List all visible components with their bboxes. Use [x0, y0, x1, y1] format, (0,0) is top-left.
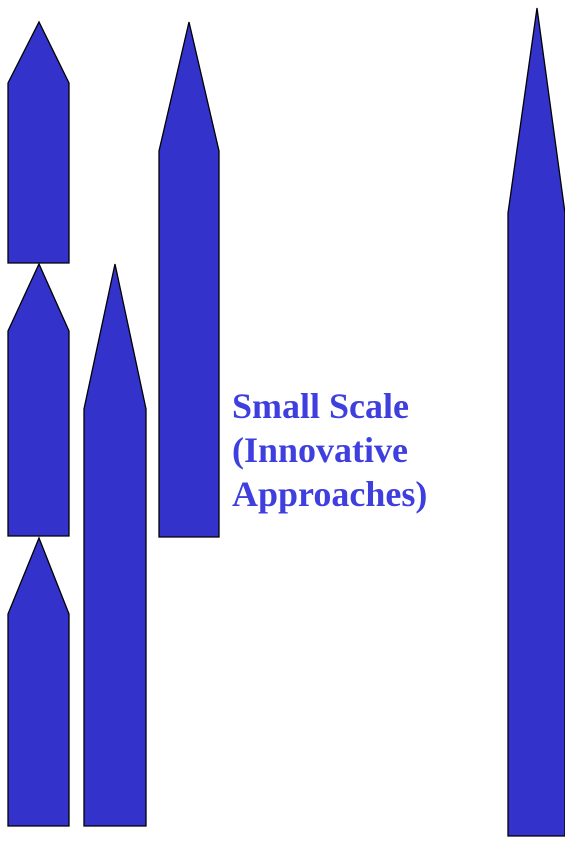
caption-line-2: (Innovative: [232, 430, 409, 470]
rocket-right-large: [507, 7, 565, 837]
rocket-left-bottom: [7, 536, 70, 827]
caption-line-1: Small Scale: [232, 386, 409, 426]
rocket-third-column: [158, 21, 220, 538]
rocket-left-top: [7, 20, 70, 264]
rocket-second-column: [83, 263, 147, 827]
rocket-left-middle: [7, 262, 70, 537]
caption-text-block: Small Scale (Innovative Approaches): [232, 384, 512, 516]
caption-line-3: Approaches): [232, 474, 428, 514]
